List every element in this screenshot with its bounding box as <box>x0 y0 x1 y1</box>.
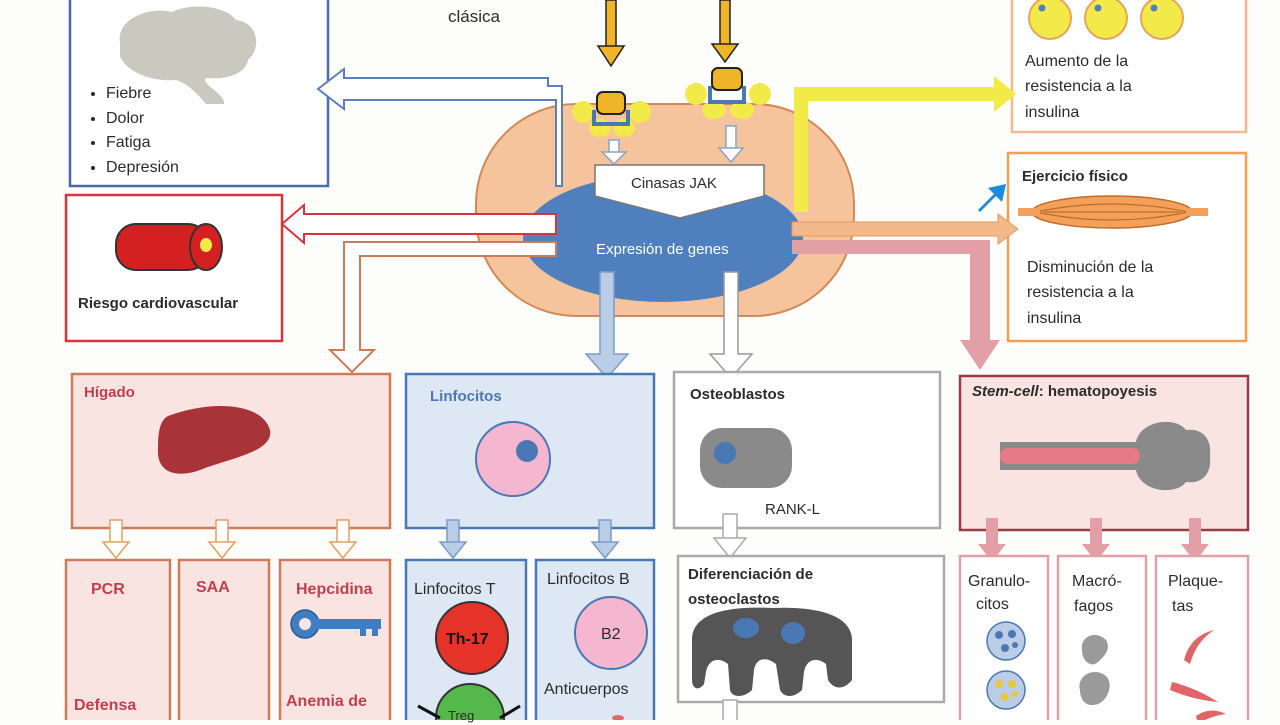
liver-icon <box>157 405 271 474</box>
arrow-to-brain <box>316 66 563 187</box>
treg-cell <box>435 683 505 720</box>
arrow-to-lymphocytes <box>584 271 630 380</box>
lymphocytes-title: Linfocitos <box>430 388 502 405</box>
pcr-box <box>64 558 172 720</box>
adipocyte-icons <box>1028 0 1184 40</box>
brain-symptom-list: Fiebre Dolor Fatiga Depresión <box>90 82 179 180</box>
symptom-item: Fiebre <box>106 82 179 107</box>
stem-cell-title: Stem-cell: hematopoyesis <box>972 382 1157 402</box>
brain-icon <box>119 6 257 105</box>
insulin-up-line: resistencia a la <box>1025 78 1132 95</box>
arrow-to-cardio <box>280 202 557 246</box>
inhibition-line-left <box>417 704 441 720</box>
arrow-insulin-up <box>794 76 1016 212</box>
liver-child-arrows <box>101 519 358 560</box>
liver-title: Hígado <box>84 384 135 401</box>
platelets-line: Plaque- <box>1168 573 1224 590</box>
osteoclast-title-line: Diferenciación de <box>688 566 814 583</box>
arrow-to-stem-cell <box>792 240 1000 370</box>
lymphocyte-child-arrows <box>438 519 620 560</box>
granulocytes-line: Granulo- <box>968 573 1031 590</box>
hepcidina-bottom-label: Anemia de <box>286 693 367 710</box>
osteoblasts-title: Osteoblastos <box>690 386 786 403</box>
antibody-icon <box>612 715 624 720</box>
macrophages-line: Macró- <box>1072 573 1122 590</box>
b2-cell <box>574 596 648 670</box>
hepcidina-box <box>278 558 392 720</box>
symptom-item: Dolor <box>106 107 179 132</box>
t-cells-title: Linfocitos T <box>414 581 496 598</box>
macrophage-icons <box>1079 635 1110 706</box>
exercise-title: Ejercicio físico <box>1022 168 1128 185</box>
symptom-item: Fatiga <box>106 131 179 156</box>
stem-cell-title-rest: : hematopoyesis <box>1038 383 1158 400</box>
receptor-left <box>572 91 651 137</box>
saa-label: SAA <box>196 579 230 596</box>
incoming-signal-arrows <box>596 0 740 68</box>
b2-label: B2 <box>601 626 621 643</box>
th17-label: Th-17 <box>446 631 489 648</box>
stem-child-arrows <box>978 518 1209 562</box>
cardio-label: Riesgo cardiovascular <box>78 295 239 312</box>
genes-label: Expresión de genes <box>596 241 729 258</box>
bone-icon <box>1000 421 1211 491</box>
antibodies-label: Anticuerpos <box>544 681 629 698</box>
receptor-right <box>685 67 771 119</box>
clasica-label: clásica <box>448 7 500 26</box>
exercise-box <box>1006 151 1248 343</box>
osteoclast-icon <box>692 607 852 696</box>
jak-label: Cinasas JAK <box>631 175 717 192</box>
pcr-label: PCR <box>91 581 125 598</box>
treg-label: Treg <box>448 708 475 723</box>
insulin-up-line: Aumento de la <box>1025 53 1129 70</box>
osteoblast-icon <box>700 428 792 488</box>
th17-cell <box>435 601 509 675</box>
central-cell <box>475 103 855 317</box>
symptom-item: Depresión <box>106 156 179 181</box>
granulocytes-line: citos <box>976 596 1009 613</box>
artery-icon <box>115 223 223 271</box>
platelet-icons <box>1170 630 1226 720</box>
rankl-label: RANK-L <box>765 501 821 518</box>
b-cells-title: Linfocitos B <box>547 571 630 588</box>
osteoclast-title-line: osteoclastos <box>688 591 780 608</box>
platelets-line: tas <box>1172 598 1194 615</box>
arrow-to-liver <box>327 241 557 374</box>
osteo-arrow-down <box>712 513 748 560</box>
macrophages-line: fagos <box>1074 598 1114 615</box>
inhibition-line-right <box>499 704 521 720</box>
up-right-arrow-icon <box>978 184 1006 212</box>
key-icon <box>290 609 381 639</box>
osteoclast-nucleus-right <box>781 622 805 644</box>
hepcidina-label: Hepcidina <box>296 581 373 598</box>
muscle-icon <box>1018 195 1208 229</box>
saa-box <box>177 558 271 720</box>
insulin-up-line: insulina <box>1025 104 1080 121</box>
arrow-to-exercise <box>791 213 1019 245</box>
osteo-bottom-arrow <box>722 699 738 720</box>
arrow-to-osteoblasts <box>708 271 754 380</box>
exercise-line: resistencia a la <box>1027 284 1134 301</box>
exercise-line: Disminución de la <box>1027 259 1154 276</box>
granulocyte-icons <box>986 621 1026 710</box>
exercise-line: insulina <box>1027 310 1082 327</box>
osteoclast-nucleus-left <box>733 618 759 638</box>
jak-input-arrows <box>600 125 745 166</box>
lymphocyte-icon <box>475 421 551 497</box>
pcr-bottom-label: Defensa <box>74 697 137 714</box>
stem-cell-title-italic: Stem-cell <box>972 383 1039 400</box>
